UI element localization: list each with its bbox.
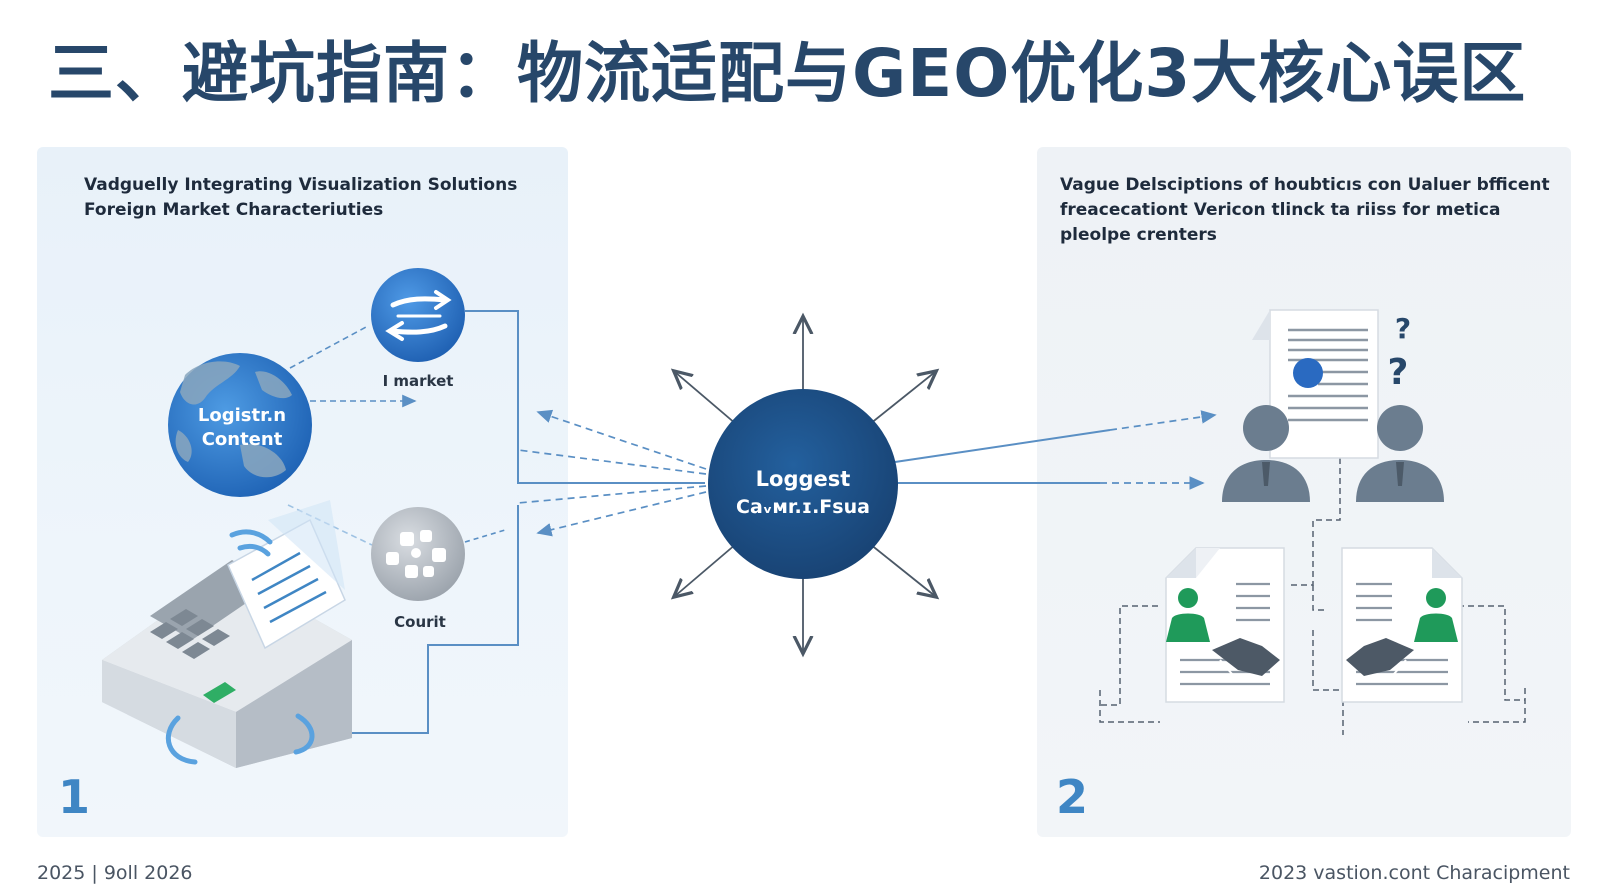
handshake-icon bbox=[1346, 638, 1414, 681]
person-icon bbox=[1356, 405, 1444, 502]
connector-court bbox=[338, 505, 519, 734]
left-panel-line1: Vadguelly Integrating Visualization Solu… bbox=[84, 175, 518, 195]
contract-document-icon bbox=[1165, 547, 1285, 703]
hub-label-line1: Loggest bbox=[756, 467, 851, 491]
fax-machine-icon bbox=[102, 500, 352, 768]
right-panel-line2: freacecationt Vericon tlinck ta riiss fo… bbox=[1060, 200, 1501, 220]
globe-label-line2: Content bbox=[202, 429, 283, 450]
slide-title: 三、避坑指南：物流适配与GEO优化3大核心误区 bbox=[48, 35, 1527, 112]
center-hub-circle bbox=[708, 389, 898, 579]
footer-left: 2025 | 9oll 2026 bbox=[37, 862, 193, 884]
dash-court-right bbox=[464, 529, 506, 543]
status-led-icon bbox=[203, 682, 236, 703]
puzzle-icon bbox=[386, 530, 446, 578]
exchange-arrows-icon bbox=[385, 290, 452, 341]
left-panel-heading: Vadguelly Integrating Visualization Solu… bbox=[84, 173, 564, 223]
connector-market bbox=[465, 310, 705, 484]
footer-right: 2023 vastion.cont Characipment bbox=[1258, 862, 1570, 884]
question-mark-icon: ? bbox=[1395, 312, 1411, 345]
person-icon bbox=[1222, 405, 1310, 502]
court-label: Courit bbox=[394, 613, 446, 631]
question-mark-icon: ? bbox=[1388, 352, 1409, 393]
dash-globe-market bbox=[289, 325, 369, 369]
left-illustration: I market Logistr.n Content Courit bbox=[102, 268, 705, 768]
handshake-icon bbox=[1212, 638, 1280, 681]
hub-label-line2: Caᵥмr.ɪ.Fsua bbox=[736, 496, 870, 518]
right-panel-line1: Vague Delsciptions of houbticıs con Ualu… bbox=[1060, 175, 1550, 195]
document-icon bbox=[1252, 309, 1379, 459]
contract-document-icon bbox=[1341, 547, 1463, 703]
globe-label-line1: Logistr.n bbox=[198, 405, 286, 426]
right-panel-heading: Vague Delsciptions of houbticıs con Ualu… bbox=[1060, 173, 1560, 248]
left-panel-line2: Foreign Market Characteriuties bbox=[84, 200, 384, 220]
right-illustration: ? ? bbox=[1099, 309, 1526, 735]
panel-number-1: 1 bbox=[58, 770, 91, 824]
right-panel-line3: pleolpe crenters bbox=[1060, 225, 1217, 245]
globe-icon bbox=[175, 361, 292, 478]
center-hub-group: Loggest Caᵥмr.ɪ.Fsua bbox=[517, 318, 1217, 652]
market-label: I market bbox=[383, 372, 454, 390]
doc-badge-icon bbox=[1293, 358, 1323, 388]
panel-number-2: 2 bbox=[1056, 770, 1089, 824]
